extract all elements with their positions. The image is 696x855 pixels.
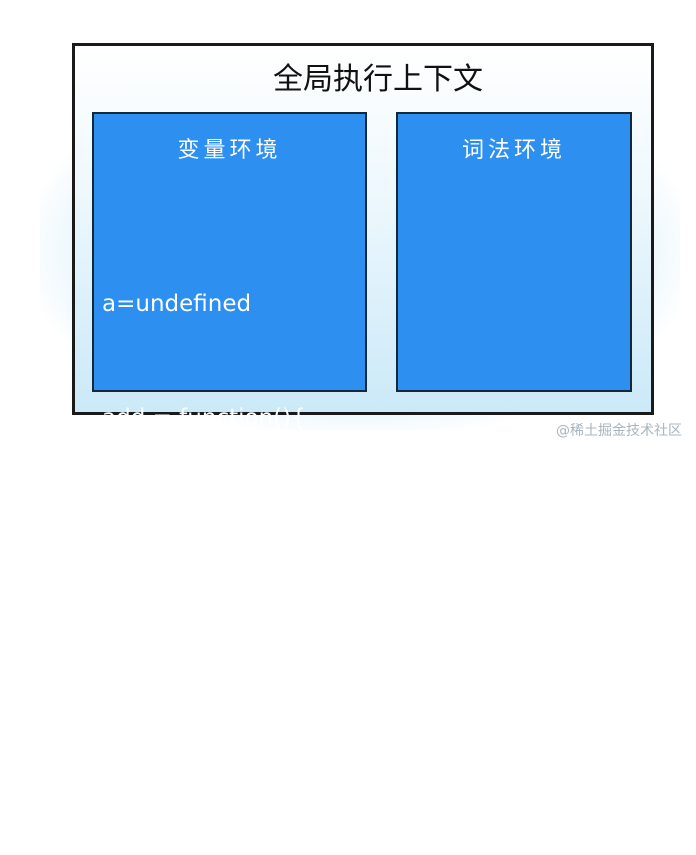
variable-environment-code: a=undefined add = function(){ b = 10 ret… bbox=[102, 209, 306, 855]
watermark: @稀土掘金技术社区 bbox=[556, 423, 682, 439]
code-line: add = function(){ bbox=[102, 405, 306, 431]
context-title: 全局执行上下文 bbox=[273, 62, 483, 97]
code-line: a=undefined bbox=[102, 291, 252, 317]
lexical-environment-box: 词法环境 bbox=[396, 112, 632, 392]
variable-environment-label: 变量环境 bbox=[177, 138, 282, 163]
lexical-environment-label: 词法环境 bbox=[461, 138, 566, 163]
code-line: return a+b bbox=[102, 633, 257, 659]
code-line: b = 10 bbox=[102, 519, 210, 545]
variable-environment-box: 变量环境 a=undefined add = function(){ b = 1… bbox=[92, 112, 367, 773]
code-line: } bbox=[102, 747, 117, 773]
